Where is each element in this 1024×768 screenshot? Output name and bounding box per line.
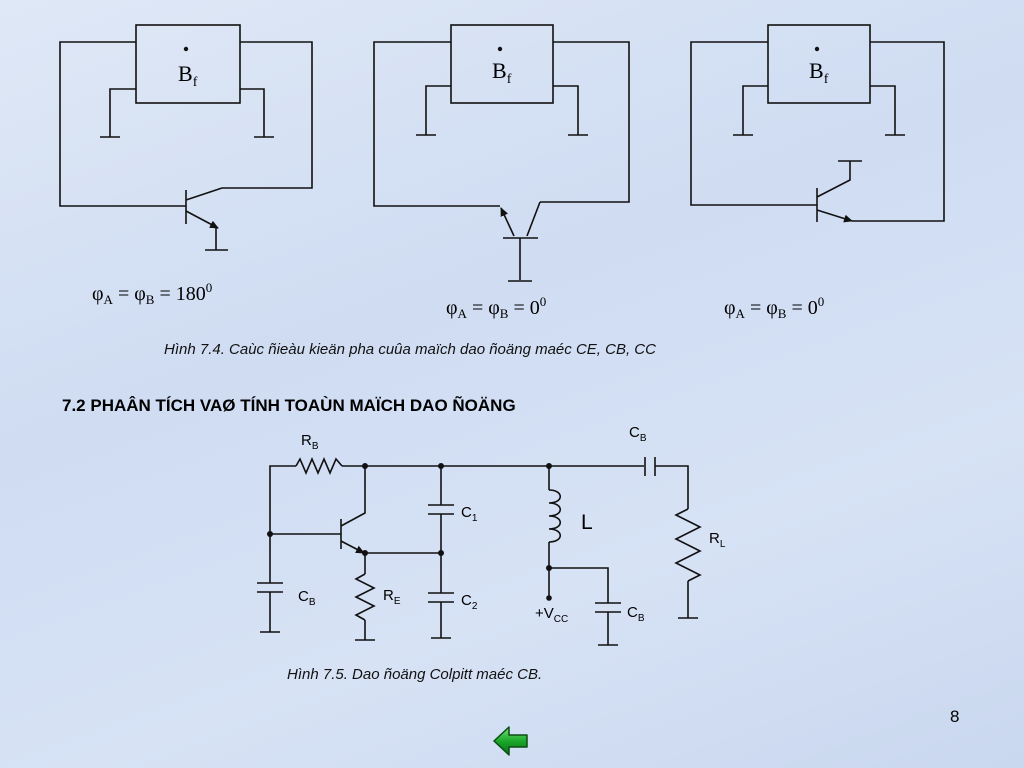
left-arrow-icon (493, 726, 528, 756)
ce-circuit: Bf (59, 24, 313, 251)
vcc-label: +VCC (535, 605, 568, 625)
page-number: 8 (950, 707, 960, 726)
cb-right-label: CB (627, 604, 645, 624)
l-inductor (548, 489, 562, 543)
rl-label: RL (709, 530, 726, 550)
colpitts-circuit: RB CB C1 C2 L RL RE CB +VCC CB (257, 424, 726, 646)
cb-phase-equation: φA = φB = 00 (446, 294, 546, 321)
ce-feedback-block (135, 24, 241, 104)
back-button[interactable] (492, 724, 530, 758)
rb-label: RB (301, 432, 319, 452)
cc-block-label: Bf (809, 58, 829, 87)
cb-feedback-block (450, 24, 554, 104)
cc-circuit: Bf (690, 24, 945, 223)
cb-block-label: Bf (492, 58, 512, 87)
ce-phase-equation: φA = φB = 1800 (92, 280, 212, 307)
cb-left-label: CB (298, 588, 316, 608)
section-heading: 7.2 PHAÂN TÍCH VAØ TÍNH TOAÙN MAÏCH DAO … (62, 396, 516, 415)
cc-phase-equation: φA = φB = 00 (724, 294, 824, 321)
cb-circuit: Bf (373, 24, 630, 282)
re-label: RE (383, 587, 401, 607)
rb-resistor (295, 456, 343, 476)
l-label: L (581, 511, 593, 534)
ce-block-label: Bf (178, 61, 198, 90)
cc-feedback-block (767, 24, 871, 104)
cb-top-label: CB (629, 424, 647, 444)
c2-label: C2 (461, 592, 478, 612)
re-resistor (354, 573, 376, 621)
figure-7-4-caption: Hình 7.4. Caùc ñieàu kieän pha cuûa maïc… (164, 341, 656, 358)
c1-label: C1 (461, 504, 478, 524)
figure-7-5-caption: Hình 7.5. Dao ñoäng Colpitt maéc CB. (287, 666, 543, 683)
rl-resistor (674, 508, 702, 582)
